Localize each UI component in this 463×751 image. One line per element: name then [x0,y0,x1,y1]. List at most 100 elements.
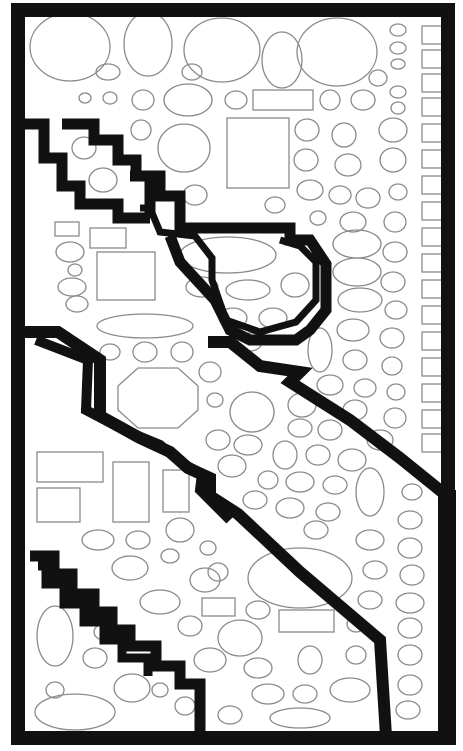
square [422,410,442,428]
ellipse [304,521,328,539]
ellipse [230,392,274,432]
ellipse [398,538,422,558]
ellipse [396,593,424,613]
ellipse [175,697,195,715]
ellipse [262,32,302,88]
ellipse [297,18,377,86]
square [422,124,442,142]
ellipse [226,280,270,300]
ellipse [330,678,370,702]
ellipse [363,561,387,579]
ellipse [390,42,406,54]
ellipse [329,186,351,204]
ellipse [358,591,382,609]
lower-stair-inner [38,566,148,676]
ellipse [286,472,314,492]
ellipse [354,379,376,397]
rectangle [227,118,289,188]
rectangle [37,488,80,522]
ellipse [218,620,262,656]
ellipse [166,518,194,542]
ellipse [316,503,340,521]
ellipse [369,70,387,86]
rectangle [163,470,189,512]
ellipse [356,188,380,208]
ellipse [207,393,223,407]
ellipse [182,64,202,80]
rectangle [37,452,103,482]
ellipse [56,242,84,262]
ellipse [391,59,405,69]
ellipse [400,565,424,585]
rectangle [279,610,334,632]
ellipse [398,675,422,695]
ellipse [396,701,420,719]
ellipse [30,13,110,81]
ellipse [68,264,82,276]
ellipse [164,84,212,116]
square [422,74,442,92]
square [422,50,442,68]
ellipse [66,296,88,312]
ellipse [225,91,247,109]
ellipse [132,90,154,110]
ellipse [35,694,115,730]
ellipse [298,646,322,674]
square [422,434,442,452]
ellipse [112,556,148,580]
ellipse [391,102,405,114]
ellipse [387,384,405,400]
ellipse [381,272,405,292]
ellipse [103,92,117,104]
ellipse [390,86,406,98]
ellipse [252,684,284,704]
ellipse [97,314,193,338]
ellipse [200,541,216,555]
square [422,254,442,272]
ellipse [180,237,276,273]
ellipse [281,273,309,297]
ellipse [333,230,381,258]
rectangle [202,598,235,616]
ellipse [337,319,369,341]
ellipse [356,530,384,550]
ellipse [83,648,107,668]
ellipse [178,616,202,636]
ellipse [379,118,407,142]
rectangle [253,90,313,110]
ellipse [133,342,157,362]
ellipse [389,184,407,200]
ellipse [243,491,267,509]
middle-stair-outer [20,332,386,736]
rectangle [90,228,126,248]
ellipse [171,342,193,362]
square [422,228,442,246]
ellipse [199,362,221,382]
ellipse [356,468,384,516]
ellipse [294,149,318,171]
rectangle [55,222,79,236]
ellipse [89,168,117,192]
ellipse [383,242,407,262]
ellipse [320,90,340,110]
square [422,202,442,220]
ellipse [346,646,366,664]
ellipse [96,64,120,80]
ellipse [338,288,382,312]
square [422,26,442,44]
ellipse [398,645,422,665]
ellipse [124,12,172,76]
ellipse [265,197,285,213]
ellipse [385,301,407,319]
rectangle [97,252,155,300]
ellipse [323,476,347,494]
ellipse [398,618,422,638]
ellipse [340,212,366,232]
ellipse [190,568,220,592]
ellipse [158,124,210,172]
ellipse [152,683,168,697]
ellipse [82,530,114,550]
ellipse [246,601,270,619]
ellipse [380,328,404,348]
ellipse [208,563,228,581]
